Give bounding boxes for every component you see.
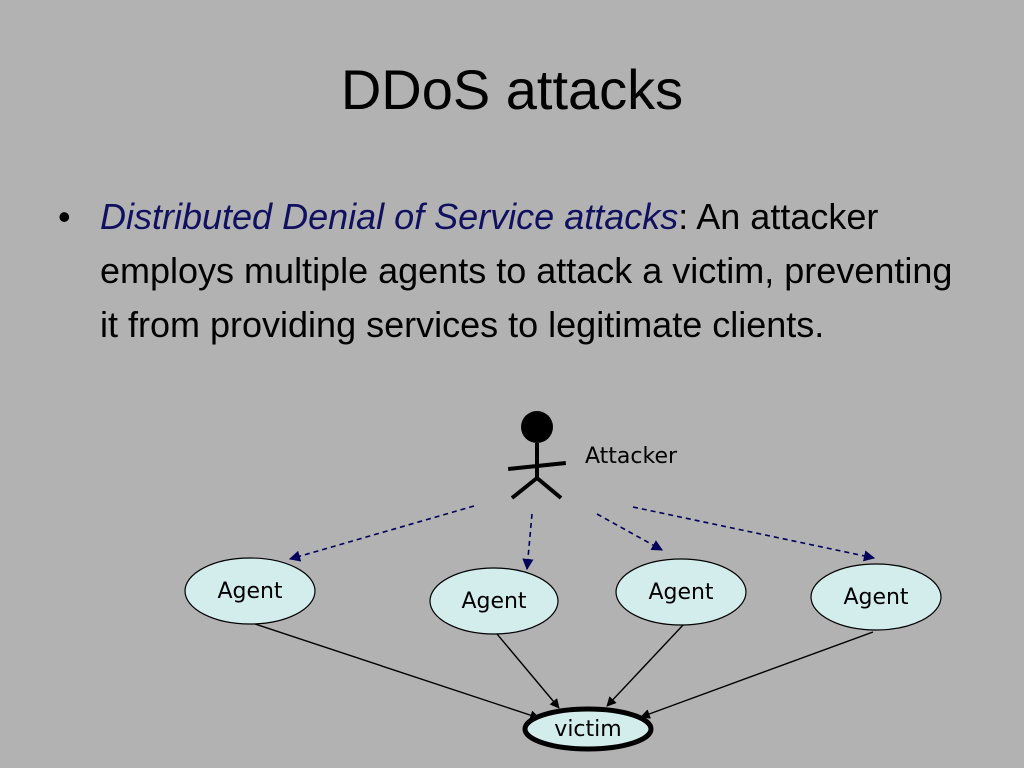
flood-arrow-3: [606, 623, 685, 707]
agent-node: Agent: [184, 557, 316, 625]
bullet-term: Distributed Denial of Service attacks: [100, 196, 679, 237]
attack-arrow-1: [288, 505, 475, 562]
slide-title: DDoS attacks: [340, 58, 684, 121]
attack-arrow-4: [632, 506, 876, 562]
attack-arrow-3: [596, 513, 663, 551]
agent-label: Agent: [461, 589, 526, 614]
bullet-text: Distributed Denial of Service attacks: A…: [100, 190, 970, 352]
attack-arrow-2: [522, 513, 534, 571]
victim-label: victim: [554, 717, 621, 742]
agent-label: Agent: [843, 585, 908, 610]
agent-label: Agent: [648, 580, 713, 605]
flood-arrow-1: [251, 622, 540, 720]
bullet-description: : An attacker employs multiple agents to…: [100, 196, 953, 345]
victim-node: victim: [522, 706, 654, 752]
agent-node: Agent: [615, 558, 747, 626]
flood-arrow-2: [496, 633, 560, 709]
agent-node: Agent: [810, 563, 942, 631]
attacker-label: Attacker: [585, 444, 678, 469]
flood-arrow-4: [640, 631, 874, 719]
agent-node: Agent: [429, 567, 559, 635]
agent-label: Agent: [217, 579, 282, 604]
attacker-figure-icon: [507, 411, 567, 500]
bullet-marker: •: [58, 196, 71, 237]
